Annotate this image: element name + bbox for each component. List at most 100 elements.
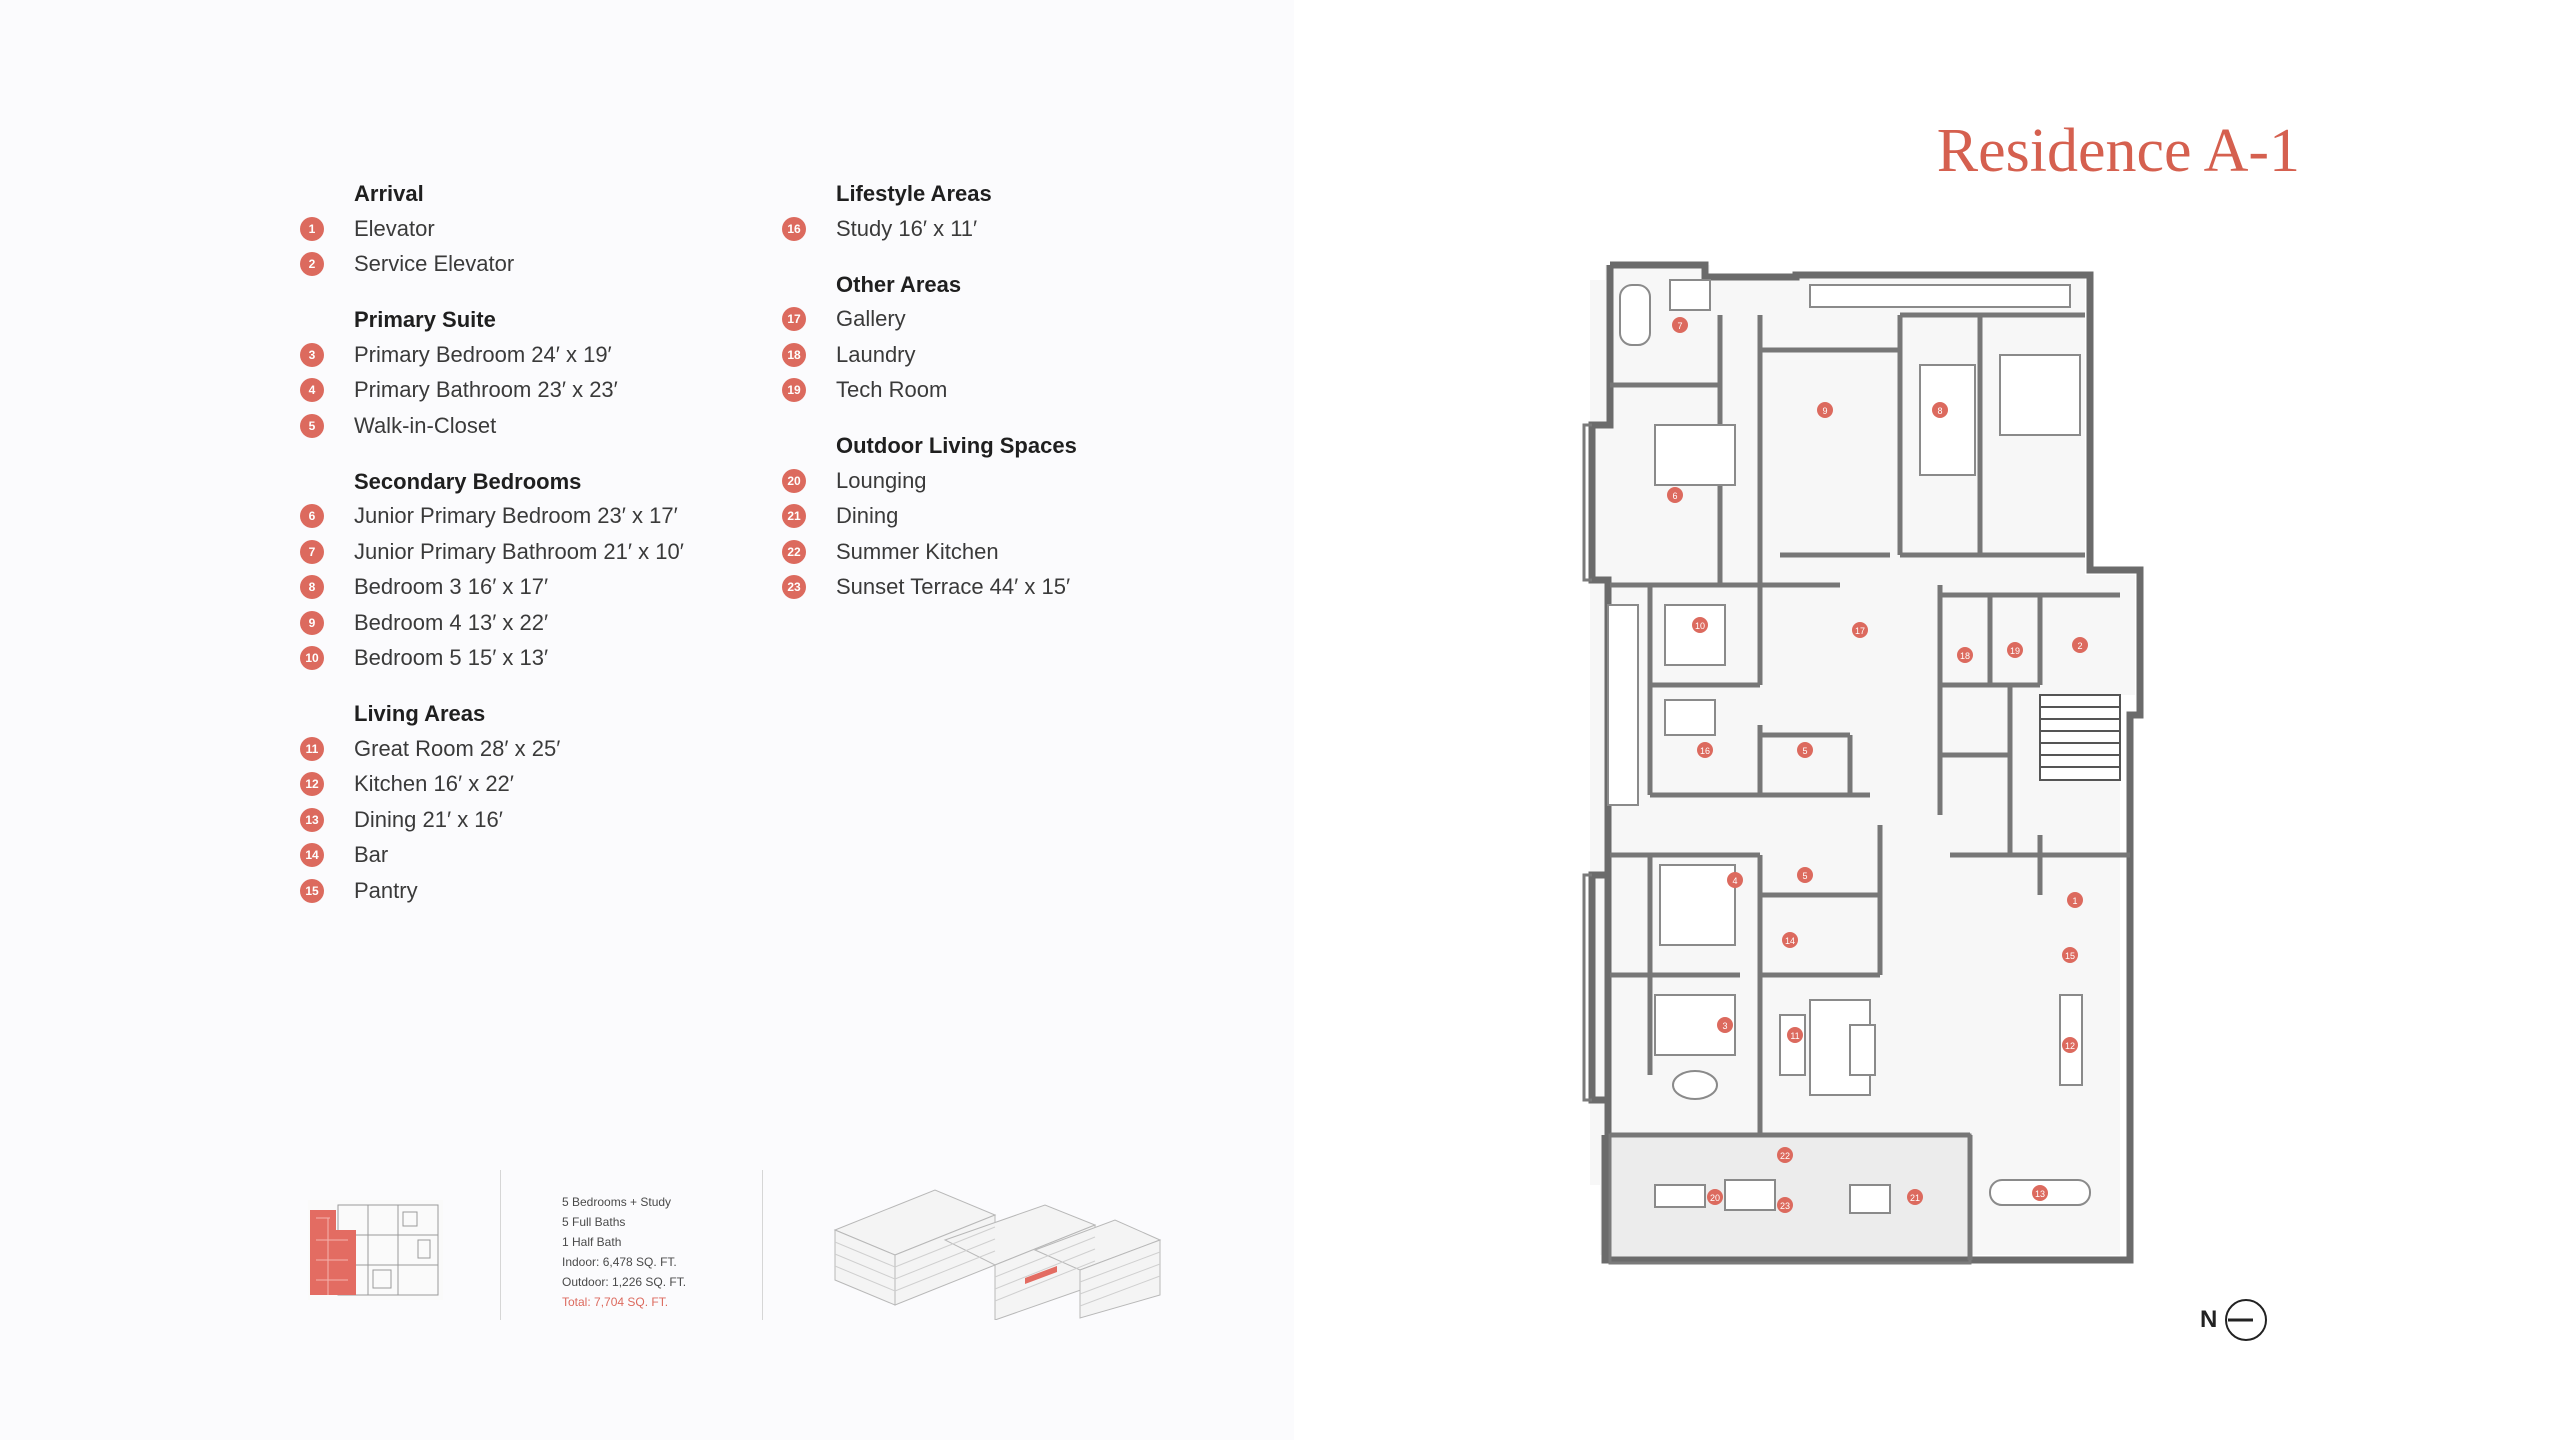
plan-marker: 6 — [1667, 487, 1683, 503]
legend-item: 14 Bar — [296, 838, 756, 874]
legend-item: 17 Gallery — [778, 302, 1238, 338]
plan-marker: 17 — [1852, 622, 1868, 638]
svg-text:22: 22 — [1780, 1151, 1790, 1161]
number-badge: 12 — [300, 772, 324, 797]
item-label: Summer Kitchen — [836, 538, 999, 564]
legend-item: 20 Lounging — [778, 463, 1238, 499]
legend-group-outdoor-living: Outdoor Living Spaces 20 Lounging 21 Din… — [778, 428, 1238, 605]
number-badge: 9 — [300, 610, 324, 635]
item-label: Pantry — [354, 877, 418, 903]
legend-item: 13 Dining 21′ x 16′ — [296, 802, 756, 838]
item-label: Gallery — [836, 306, 906, 332]
legend-column-1: Arrival 1 Elevator 2 Service Elevator Pr… — [296, 176, 756, 929]
divider — [762, 1170, 763, 1320]
svg-text:23: 23 — [1780, 1201, 1790, 1211]
item-label: Elevator — [354, 215, 435, 241]
plan-marker: 1 — [2067, 892, 2083, 908]
legend-item: 3 Primary Bedroom 24′ x 19′ — [296, 337, 756, 373]
svg-text:20: 20 — [1710, 1193, 1720, 1203]
plan-marker: 10 — [1692, 617, 1708, 633]
number-badge: 22 — [782, 539, 806, 564]
number-badge: 20 — [782, 468, 806, 493]
number-badge: 16 — [782, 216, 806, 241]
item-label: Bar — [354, 842, 389, 868]
stat-full-baths: 5 Full Baths — [562, 1215, 626, 1229]
number-badge: 4 — [300, 378, 324, 403]
number-badge: 21 — [782, 504, 806, 529]
svg-text:7: 7 — [1677, 321, 1682, 331]
legend-item: 16 Study 16′ x 11′ — [778, 211, 1238, 247]
svg-text:4: 4 — [1732, 876, 1737, 886]
plan-marker: 8 — [1932, 402, 1948, 418]
item-label: Walk-in-Closet — [354, 412, 497, 438]
svg-text:8: 8 — [1937, 406, 1942, 416]
legend-item: 5 Walk-in-Closet — [296, 408, 756, 444]
svg-text:5: 5 — [1802, 746, 1807, 756]
svg-text:14: 14 — [1785, 936, 1795, 946]
plan-marker: 22 — [1777, 1147, 1793, 1163]
plan-marker: 3 — [1717, 1017, 1733, 1033]
number-badge: 1 — [300, 216, 324, 241]
stat-bedrooms: 5 Bedrooms + Study — [562, 1195, 672, 1209]
group-title: Outdoor Living Spaces — [836, 433, 1077, 458]
legend-group-living-areas: Living Areas 11 Great Room 28′ x 25′ 12 … — [296, 696, 756, 909]
plan-marker: 18 — [1957, 647, 1973, 663]
svg-text:5: 5 — [1802, 871, 1807, 881]
plan-marker: 2 — [2072, 637, 2088, 653]
svg-text:16: 16 — [1700, 746, 1710, 756]
legend-item: 4 Primary Bathroom 23′ x 23′ — [296, 373, 756, 409]
north-compass: N — [2200, 1295, 2320, 1345]
legend-group-other-areas: Other Areas 17 Gallery 18 Laundry 19 Tec… — [778, 267, 1238, 409]
legend-item: 8 Bedroom 3 16′ x 17′ — [296, 570, 756, 606]
stat-outdoor: Outdoor: 1,226 SQ. FT. — [562, 1275, 687, 1289]
legend-item: 23 Sunset Terrace 44′ x 15′ — [778, 570, 1238, 606]
plan-marker: 5 — [1797, 742, 1813, 758]
svg-text:19: 19 — [2010, 646, 2020, 656]
legend-group-secondary-bedrooms: Secondary Bedrooms 6 Junior Primary Bedr… — [296, 464, 756, 677]
legend-item: 11 Great Room 28′ x 25′ — [296, 731, 756, 767]
legend-group-arrival: Arrival 1 Elevator 2 Service Elevator — [296, 176, 756, 282]
group-title: Secondary Bedrooms — [354, 468, 582, 494]
stat-total: Total: 7,704 SQ. FT. — [562, 1295, 669, 1309]
legend-item: 18 Laundry — [778, 337, 1238, 373]
number-badge: 17 — [782, 307, 806, 332]
item-label: Laundry — [836, 341, 916, 367]
legend-item: 19 Tech Room — [778, 373, 1238, 409]
legend-item: 2 Service Elevator — [296, 247, 756, 283]
number-badge: 6 — [300, 504, 324, 529]
group-title: Living Areas — [354, 701, 486, 726]
item-label: Junior Primary Bathroom 21′ x 10′ — [354, 538, 684, 564]
legend-item: 15 Pantry — [296, 873, 756, 909]
legend-item: 6 Junior Primary Bedroom 23′ x 17′ — [296, 499, 756, 535]
plan-marker: 11 — [1787, 1027, 1803, 1043]
plan-marker: 21 — [1907, 1189, 1923, 1205]
svg-text:10: 10 — [1695, 621, 1705, 631]
plan-marker: 15 — [2062, 947, 2078, 963]
building-isometric-icon — [833, 1189, 1162, 1320]
plan-marker: 9 — [1817, 402, 1833, 418]
unit-location-keyplan-icon — [308, 1200, 443, 1300]
legend-item: 7 Junior Primary Bathroom 21′ x 10′ — [296, 534, 756, 570]
svg-text:3: 3 — [1722, 1021, 1727, 1031]
svg-text:15: 15 — [2065, 951, 2075, 961]
divider — [500, 1170, 501, 1320]
plan-marker: 13 — [2032, 1185, 2048, 1201]
number-badge: 11 — [300, 736, 324, 761]
unit-stats: 5 Bedrooms + Study 5 Full Baths 1 Half B… — [562, 1192, 742, 1312]
number-badge: 7 — [300, 539, 324, 564]
item-label: Junior Primary Bedroom 23′ x 17′ — [354, 503, 678, 529]
item-label: Service Elevator — [354, 251, 515, 277]
item-label: Great Room 28′ x 25′ — [354, 735, 561, 761]
item-label: Tech Room — [836, 377, 948, 403]
item-label: Kitchen 16′ x 22′ — [354, 771, 514, 797]
item-label: Dining 21′ x 16′ — [354, 806, 503, 832]
number-badge: 15 — [300, 878, 324, 903]
item-label: Sunset Terrace 44′ x 15′ — [836, 574, 1071, 600]
residence-title: Residence A-1 — [1936, 117, 2300, 185]
compass-letter: N — [2200, 1306, 2218, 1333]
item-label: Bedroom 4 13′ x 22′ — [354, 609, 549, 635]
number-badge: 10 — [300, 646, 324, 671]
plan-marker: 5 — [1797, 867, 1813, 883]
svg-text:11: 11 — [1790, 1031, 1799, 1041]
unit-summary: 5 Bedrooms + Study 5 Full Baths 1 Half B… — [300, 1170, 1200, 1330]
